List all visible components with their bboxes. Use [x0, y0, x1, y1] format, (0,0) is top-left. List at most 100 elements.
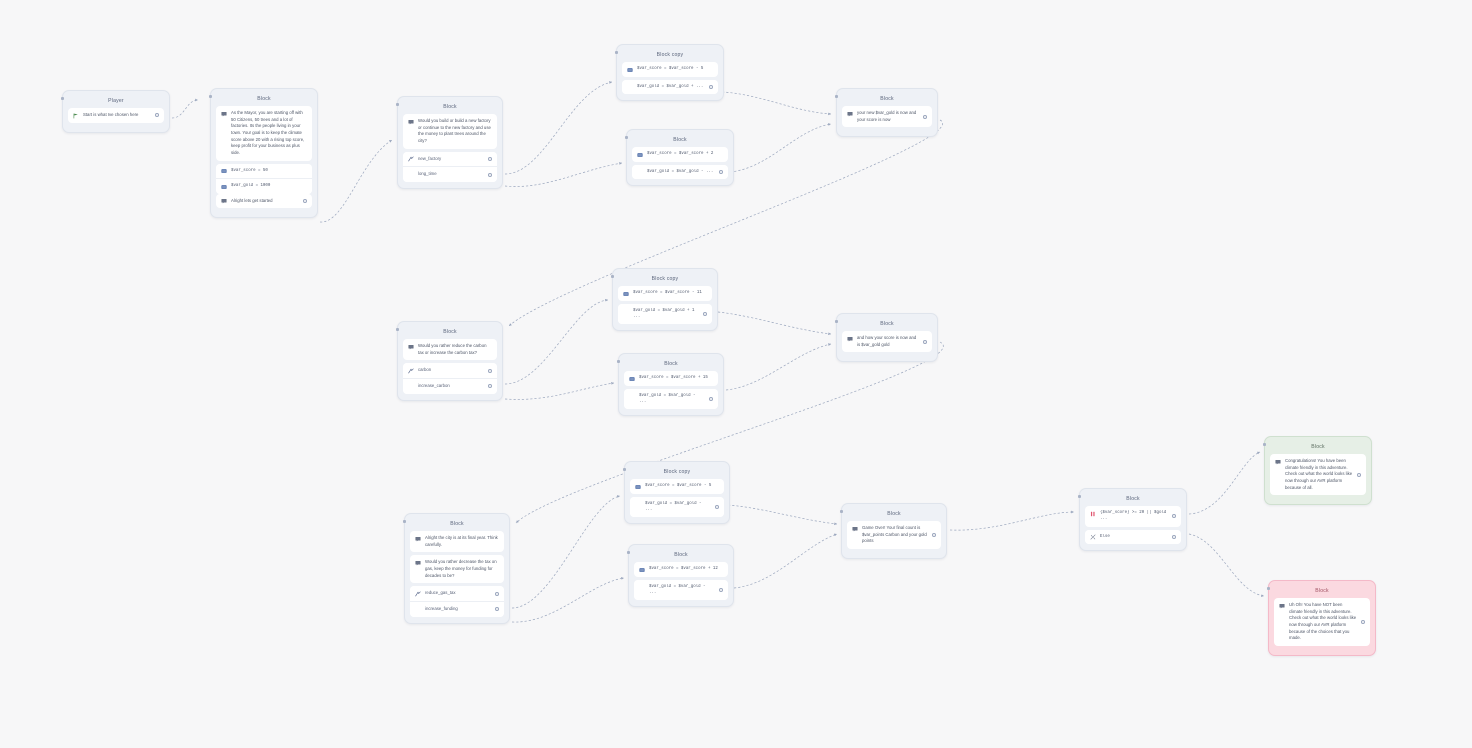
message-row[interactable]: Alright lets get started	[216, 193, 312, 209]
output-port[interactable]	[709, 84, 713, 89]
variable-row[interactable]: $var_score = $var_score - 5	[622, 62, 718, 77]
node-block-copy-a[interactable]: Block copy$var_score = $var_score - 5$va…	[615, 44, 724, 102]
else-icon	[1090, 534, 1096, 540]
input-port[interactable]	[396, 103, 399, 106]
input-port[interactable]	[835, 95, 838, 98]
variable-row[interactable]: $var_gold = $var_gold - ...	[630, 496, 724, 518]
option-row[interactable]: new_factory	[403, 151, 497, 167]
node-block-copy-c[interactable]: Block copy$var_score = $var_score - 5$va…	[623, 461, 730, 525]
output-port[interactable]	[488, 368, 492, 373]
variable-row[interactable]: $var_gold = $var_gold - ...	[634, 579, 728, 601]
input-port[interactable]	[611, 275, 614, 278]
variable-row[interactable]: {$var_score} >= 20 || $gold ...	[1085, 506, 1181, 527]
option-row[interactable]: carbon	[403, 363, 497, 379]
input-port[interactable]	[615, 51, 618, 54]
input-port[interactable]	[623, 468, 626, 471]
output-port[interactable]	[495, 591, 499, 596]
output-port[interactable]	[923, 114, 927, 119]
input-port[interactable]	[840, 510, 843, 513]
output-port[interactable]	[495, 607, 499, 612]
blank-icon	[415, 607, 421, 613]
variable-row[interactable]: Else	[1085, 529, 1181, 545]
variable-row[interactable]: $var_gold = $var_gold - ...	[632, 164, 728, 180]
option-row[interactable]: long_time	[403, 166, 497, 183]
output-port[interactable]	[303, 199, 307, 204]
variable-row[interactable]: $var_score = $var_score + 15	[624, 371, 718, 386]
variable-icon	[221, 184, 227, 190]
output-port[interactable]	[1357, 472, 1361, 477]
output-port[interactable]	[155, 113, 159, 118]
input-port[interactable]	[1267, 587, 1270, 590]
message-row[interactable]: Uh Oh! You have NOT been climate friendl…	[1274, 598, 1370, 647]
node-block-copy-b[interactable]: Block copy$var_score = $var_score - 11$v…	[611, 268, 718, 332]
variable-row[interactable]: $var_score = $var_score - 5	[630, 479, 724, 494]
input-port[interactable]	[61, 97, 64, 100]
message-row[interactable]: Would you rather decrease the tax on gas…	[410, 555, 504, 584]
input-port[interactable]	[625, 136, 628, 139]
output-port[interactable]	[709, 396, 713, 401]
output-port[interactable]	[488, 157, 492, 162]
node-block-c[interactable]: Block$var_score = $var_score + 15$var_go…	[617, 353, 724, 417]
start-row[interactable]: Start is what Ive chosen here	[68, 108, 164, 123]
output-port[interactable]	[1361, 620, 1365, 625]
message-row[interactable]: Congratulations! You have been climate f…	[1270, 454, 1366, 496]
node-block-condition[interactable]: Block{$var_score} >= 20 || $gold ...Else	[1078, 488, 1187, 552]
variable-row[interactable]: $var_score = $var_score - 11	[618, 286, 712, 301]
option-row[interactable]: increase_carbon	[403, 378, 497, 394]
node-title: Block	[450, 521, 464, 527]
output-port[interactable]	[932, 533, 936, 538]
edge-7	[504, 298, 609, 385]
variable-row[interactable]: $var_score = $var_score + 2	[632, 147, 728, 162]
variable-row[interactable]: $var_gold = $var_gold - ...	[624, 388, 718, 410]
input-port[interactable]	[403, 520, 406, 523]
blank-icon	[635, 501, 641, 507]
node-block-d[interactable]: Block$var_score = $var_score + 12$var_go…	[627, 544, 734, 608]
output-port[interactable]	[703, 311, 707, 316]
variable-row[interactable]: $var_gold = 1000	[216, 178, 312, 194]
output-port[interactable]	[1172, 514, 1176, 519]
output-port[interactable]	[488, 384, 492, 389]
input-port[interactable]	[617, 360, 620, 363]
input-port[interactable]	[396, 328, 399, 331]
node-block-b[interactable]: Block$var_score = $var_score + 2$var_gol…	[625, 129, 734, 187]
edge-13	[511, 577, 625, 623]
message-row[interactable]: Would you rather reduce the carbon tax o…	[403, 339, 497, 361]
variable-row[interactable]: $var_gold = $var_gold + 1 ...	[618, 303, 712, 325]
output-port[interactable]	[715, 504, 719, 509]
input-port[interactable]	[1078, 495, 1081, 498]
input-port[interactable]	[1263, 443, 1266, 446]
variable-row[interactable]: $var_score = $var_score + 12	[634, 562, 728, 577]
output-port[interactable]	[488, 172, 492, 177]
input-port[interactable]	[209, 95, 212, 98]
message-row[interactable]: Alright the city is at its final year. T…	[410, 531, 504, 553]
option-row[interactable]: reduce_gas_tax	[410, 586, 504, 602]
variable-row[interactable]: $var_score = 50	[216, 163, 312, 179]
variable-row[interactable]: $var_gold = $var_gold + ...	[622, 79, 718, 95]
input-port[interactable]	[627, 551, 630, 554]
row-text: $var_score = $var_score - 11	[633, 291, 702, 296]
output-port[interactable]	[923, 339, 927, 344]
message-row[interactable]: As the Mayor, you are starting off with …	[216, 106, 312, 161]
message-row[interactable]: and how your score is now and is $var_go…	[842, 331, 932, 353]
node-title: Block	[887, 511, 901, 517]
option-row[interactable]: increase_funding	[410, 601, 504, 617]
message-icon	[1279, 603, 1285, 609]
message-row[interactable]: Would you build or build a new factory o…	[403, 114, 497, 149]
message-row[interactable]: Game Over! Your final count is $var_poin…	[847, 521, 941, 550]
output-port[interactable]	[719, 587, 723, 592]
input-port[interactable]	[835, 320, 838, 323]
message-row[interactable]: your new $var_gold is now and your score…	[842, 106, 932, 128]
output-port[interactable]	[719, 169, 723, 174]
output-port[interactable]	[1172, 535, 1176, 540]
